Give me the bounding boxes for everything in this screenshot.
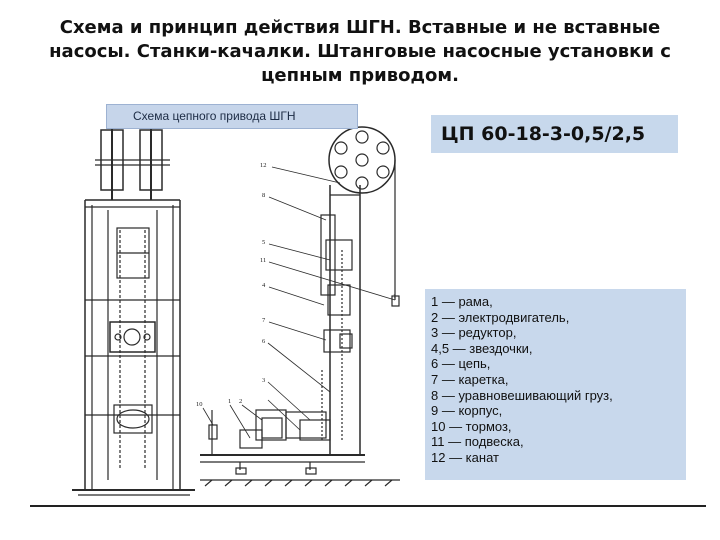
callout-1-side: 1	[393, 293, 396, 300]
title-line-2: насосы. Станки-качалки. Штанговые насосн…	[49, 41, 671, 62]
side-view	[200, 126, 400, 487]
legend-item-2: 2 — электродвигатель,	[431, 309, 570, 325]
callout-leaders	[202, 166, 396, 439]
callout-6: 6	[262, 338, 266, 345]
callout-1: 1	[228, 398, 231, 405]
legend-item-4-5: 4,5 — звездочки,	[431, 340, 533, 356]
model-label: ЦП 60-18-3-0,5/2,5	[431, 115, 678, 153]
legend-item-1: 1 — рама,	[431, 294, 493, 309]
legend-item-7: 7 — каретка,	[431, 371, 509, 387]
page-title: Схема и принцип действия ШГН. Вставные и…	[20, 16, 700, 88]
legend-item-8: 8 — уравновешивающий груз,	[431, 387, 613, 403]
callout-3: 3	[262, 377, 265, 384]
legend-item-10: 10 — тормоз,	[431, 418, 512, 434]
callout-11: 11	[260, 257, 266, 264]
callout-7: 7	[262, 317, 266, 324]
legend-item-3: 3 — редуктор,	[431, 325, 517, 341]
legend-item-6: 6 — цепь,	[431, 356, 491, 372]
legend: 1 — рама, 2 — электродвигатель, 3 — реду…	[425, 289, 686, 480]
title-line-3: цепным приводом.	[261, 65, 459, 86]
legend-item-11: 11 — подвеска,	[431, 434, 524, 450]
callout-12: 12	[260, 162, 267, 169]
callout-4: 4	[262, 282, 266, 289]
legend-item-12: 12 — канат	[431, 449, 499, 465]
callout-10: 10	[196, 401, 203, 408]
front-view	[72, 125, 195, 496]
callout-5: 5	[262, 239, 265, 246]
callout-8: 8	[262, 192, 265, 199]
diagram-caption: Схема цепного привода ШГН	[106, 104, 358, 129]
title-line-1: Схема и принцип действия ШГН. Вставные и…	[59, 17, 661, 38]
bottom-divider	[30, 505, 706, 507]
legend-item-9: 9 — корпус,	[431, 403, 503, 419]
callout-2: 2	[239, 398, 242, 405]
